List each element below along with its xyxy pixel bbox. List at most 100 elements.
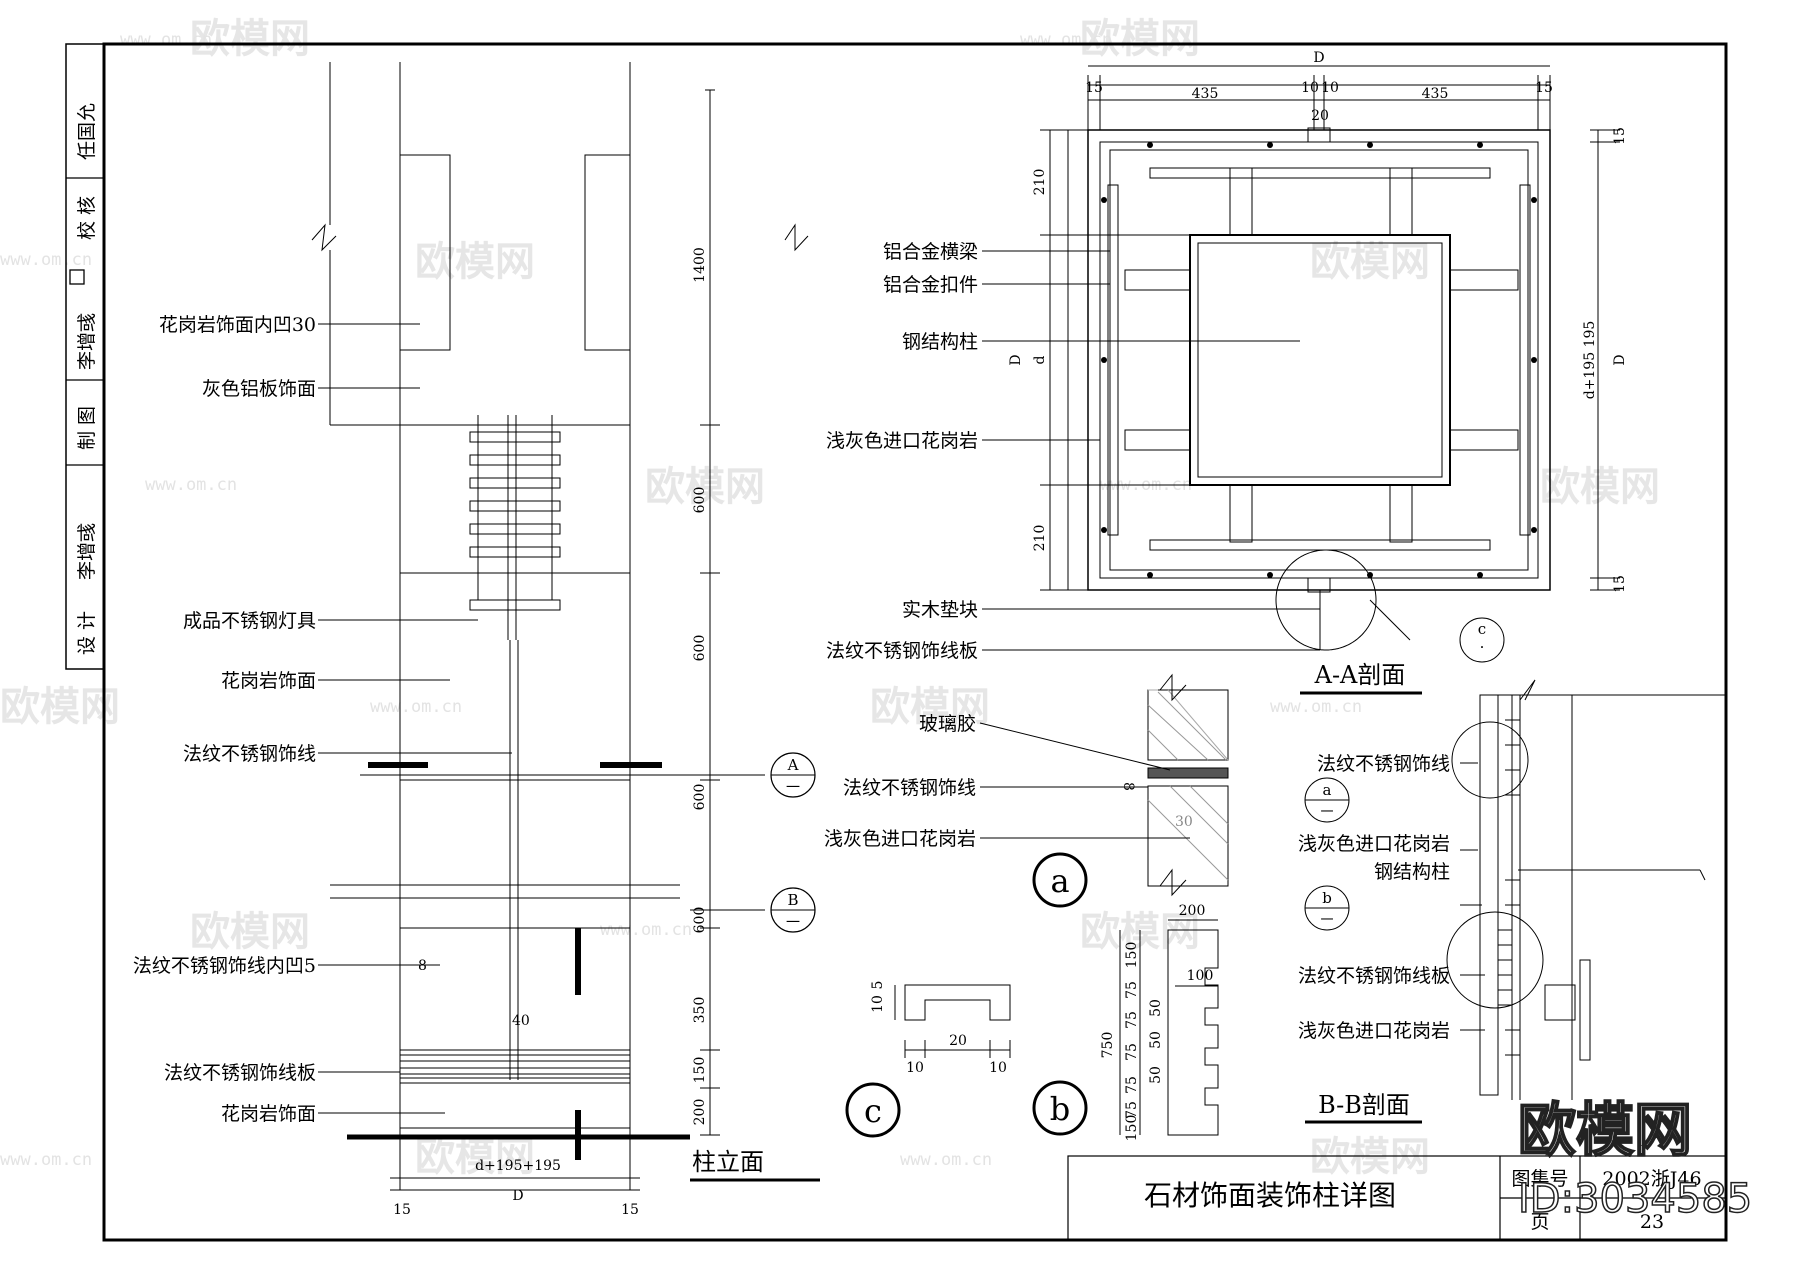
svg-text:欧模网: 欧模网 xyxy=(415,1134,535,1180)
svg-text:欧模网: 欧模网 xyxy=(190,16,310,62)
signoff-strip: 设 计 李增彧 制 图 李增彧 校 核 任国允 xyxy=(65,43,105,670)
svg-text:20: 20 xyxy=(1311,108,1329,124)
label-steel-line: 法纹不锈钢饰线 xyxy=(183,743,316,765)
svg-text:欧模网: 欧模网 xyxy=(0,684,120,730)
svg-text:欧模网: 欧模网 xyxy=(1540,464,1660,510)
section-mark-b: B 一 xyxy=(770,887,816,933)
svg-text:B: B xyxy=(787,891,798,909)
svg-text:75: 75 xyxy=(1124,1076,1140,1094)
svg-text:A-A剖面: A-A剖面 xyxy=(1314,661,1406,689)
svg-text:D: D xyxy=(512,1188,523,1204)
svg-text:75: 75 xyxy=(1124,1101,1140,1119)
signature-mark xyxy=(69,269,85,285)
svg-text:www.om.cn: www.om.cn xyxy=(600,920,692,940)
page-label: 页 xyxy=(1530,1211,1549,1233)
section-aa-labels: 铝合金横梁 铝合金扣件 钢结构柱 浅灰色进口花岗岩 实木垫块 法纹不锈钢饰线板 xyxy=(826,241,978,662)
section-aa-fasteners xyxy=(1101,142,1537,578)
column-elevation xyxy=(311,62,809,1191)
label-bb-steel-line: 法纹不锈钢饰线 xyxy=(1317,753,1450,775)
title-block-text: 石材饰面装饰柱详图 图集号 2002浙J46 页 23 xyxy=(1144,1168,1702,1233)
label-granite-face-bottom: 花岗岩饰面 xyxy=(221,1103,316,1125)
svg-text:欧模网: 欧模网 xyxy=(1080,16,1200,62)
atlas-label: 图集号 xyxy=(1511,1168,1568,1190)
svg-text:d+195 195: d+195 195 xyxy=(1582,321,1598,400)
svg-text:www.om.cn: www.om.cn xyxy=(1270,697,1362,717)
svg-text:www.om.cn: www.om.cn xyxy=(0,1150,92,1170)
label-aluminum-clip: 铝合金扣件 xyxy=(883,274,978,296)
detail-a-marker: a xyxy=(1032,852,1088,908)
label-aluminum-panel: 灰色铝板饰面 xyxy=(202,378,316,400)
svg-text:350: 350 xyxy=(692,997,708,1024)
label-light-granite: 浅灰色进口花岗岩 xyxy=(826,430,978,452)
svg-text:150: 150 xyxy=(692,1057,708,1084)
svg-text:50: 50 xyxy=(1148,1031,1164,1049)
svg-text:一: 一 xyxy=(786,780,800,796)
svg-text:600: 600 xyxy=(692,784,708,811)
svg-text:150: 150 xyxy=(1124,942,1140,969)
section-aa-dimensions: D 15 435 10 10 435 15 20 210 D d 210 15 … xyxy=(1008,50,1628,593)
svg-text:D: D xyxy=(1612,354,1628,365)
svg-text:600: 600 xyxy=(692,487,708,514)
svg-text:B-B剖面: B-B剖面 xyxy=(1318,1091,1410,1119)
detail-b-drawing xyxy=(1119,919,1219,1136)
svg-text:一: 一 xyxy=(786,915,800,931)
svg-text:欧模网: 欧模网 xyxy=(1518,1096,1692,1164)
svg-text:一: 一 xyxy=(1320,805,1333,820)
section-bb-labels: 法纹不锈钢饰线 浅灰色进口花岗岩 钢结构柱 法纹不锈钢饰线板 浅灰色进口花岗岩 xyxy=(1298,753,1450,1042)
detail-b-marker: b xyxy=(1032,1080,1088,1136)
designer-name: 李增彧 xyxy=(76,523,98,580)
svg-text:欧模网: 欧模网 xyxy=(1310,1134,1430,1180)
title-block xyxy=(1067,1155,1727,1241)
svg-text:5: 5 xyxy=(870,981,886,990)
svg-text:210: 210 xyxy=(1032,169,1048,196)
section-bb-drawing xyxy=(1446,679,1726,1100)
label-steel-column: 钢结构柱 xyxy=(902,331,978,353)
label-steel-lamp: 成品不锈钢灯具 xyxy=(183,610,316,632)
svg-text:www.om.cn: www.om.cn xyxy=(370,697,462,717)
svg-text:200: 200 xyxy=(1179,903,1206,919)
svg-text:a: a xyxy=(1050,862,1069,900)
svg-text:10: 10 xyxy=(989,1060,1007,1076)
svg-text:75: 75 xyxy=(1124,1043,1140,1061)
detail-c-drawing xyxy=(894,984,1011,1058)
svg-text:50: 50 xyxy=(1148,999,1164,1017)
label-bb-steel-column: 钢结构柱 xyxy=(1374,861,1450,883)
svg-text:15: 15 xyxy=(393,1202,411,1218)
detail-c-dims: 10 5 20 10 10 xyxy=(870,981,1007,1076)
drafter-label: 制 图 xyxy=(76,406,98,450)
svg-text:D: D xyxy=(1313,50,1324,66)
callout-a-section: a 一 xyxy=(1304,777,1350,823)
svg-text:8: 8 xyxy=(1120,782,1136,791)
svg-text:www.om.cn: www.om.cn xyxy=(1020,30,1112,50)
svg-text:c: c xyxy=(1478,620,1486,638)
svg-text:435: 435 xyxy=(1422,86,1449,102)
svg-text:8: 8 xyxy=(418,958,427,974)
drafter-name: 李增彧 xyxy=(76,313,98,370)
svg-text:50: 50 xyxy=(1148,1066,1164,1084)
label-steel-line-a: 法纹不锈钢饰线 xyxy=(843,777,976,799)
svg-text:10: 10 xyxy=(906,1060,924,1076)
section-bb-title: B-B剖面 xyxy=(1305,1091,1422,1124)
svg-text:·: · xyxy=(1480,638,1485,656)
svg-text:欧模网: 欧模网 xyxy=(870,684,990,730)
label-light-granite-a: 浅灰色进口花岗岩 xyxy=(824,828,976,850)
svg-text:www.om.cn: www.om.cn xyxy=(145,475,237,495)
detail-a-labels: 玻璃胶 法纹不锈钢饰线 浅灰色进口花岗岩 xyxy=(824,713,976,850)
svg-text:15: 15 xyxy=(1612,575,1628,593)
svg-text:欧模网: 欧模网 xyxy=(415,239,535,285)
svg-text:75: 75 xyxy=(1124,981,1140,999)
checker-name: 任国允 xyxy=(76,103,98,160)
svg-text:75: 75 xyxy=(1124,1011,1140,1029)
svg-text:150: 150 xyxy=(1124,1115,1140,1142)
elevation-labels: 花岗岩饰面内凹30 灰色铝板饰面 成品不锈钢灯具 花岗岩饰面 法纹不锈钢饰线 法… xyxy=(133,314,316,1125)
svg-text:10: 10 xyxy=(870,995,886,1013)
label-bb-light-granite-2: 浅灰色进口花岗岩 xyxy=(1298,1020,1450,1042)
svg-text:10: 10 xyxy=(1301,80,1319,96)
elevation-dimensions: 1400 600 600 600 600 350 150 200 15 D 15… xyxy=(393,247,708,1218)
svg-text:a: a xyxy=(1323,781,1332,799)
detail-c-marker: c xyxy=(845,1082,901,1138)
svg-text:c: c xyxy=(864,1092,882,1130)
label-steel-line-board: 法纹不锈钢饰线板 xyxy=(164,1062,316,1084)
svg-text:100: 100 xyxy=(1187,968,1214,984)
